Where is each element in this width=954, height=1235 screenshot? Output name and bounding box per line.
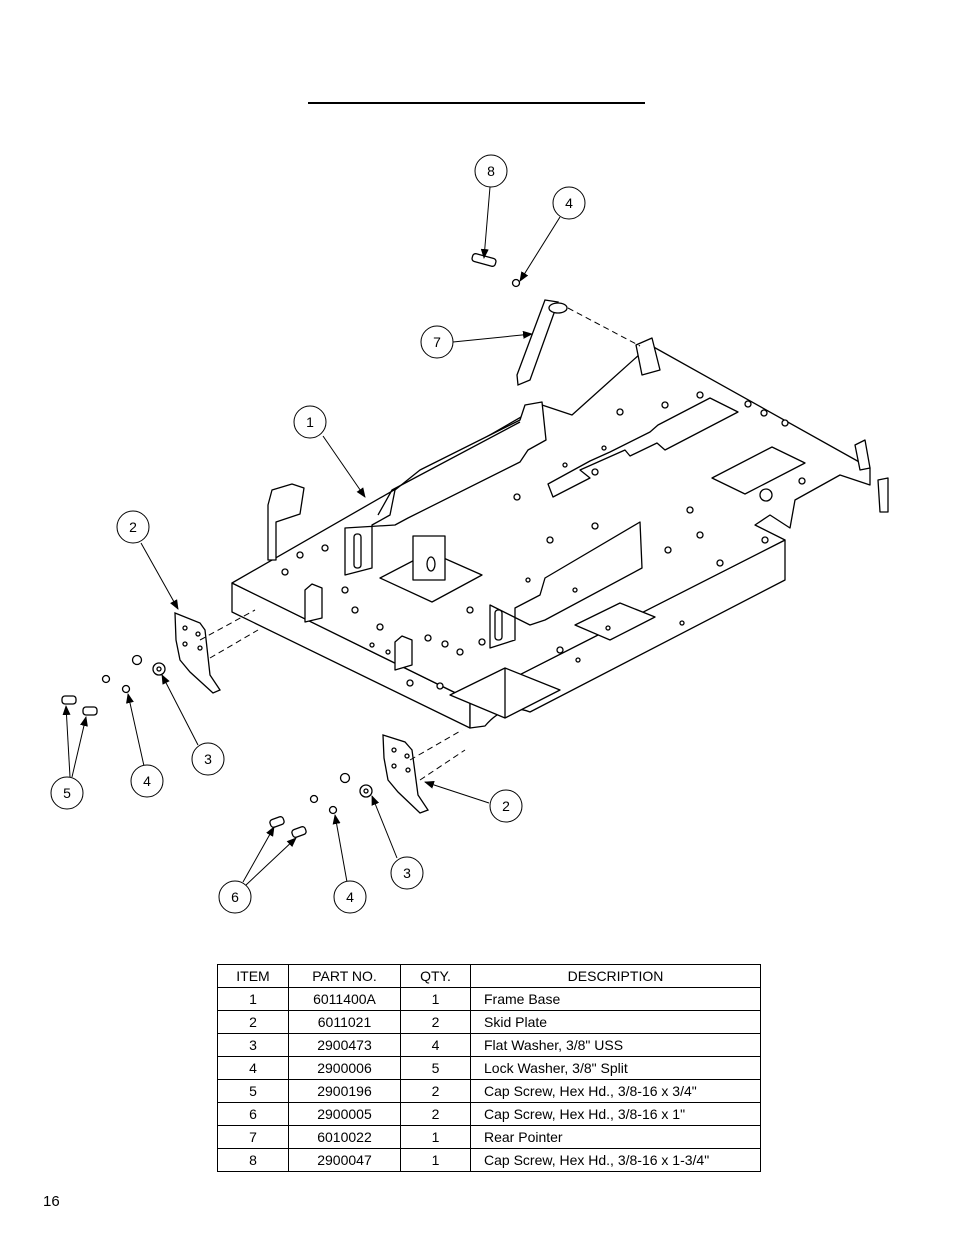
page-number: 16 [43, 1193, 60, 1210]
callout-1: 1 [293, 405, 327, 439]
qty-cell: 1 [400, 1125, 471, 1149]
svg-text:3: 3 [204, 751, 212, 767]
leader-lines [62, 186, 561, 886]
callout-6: 6 [218, 880, 252, 914]
svg-text:3: 3 [403, 865, 411, 881]
qty-cell: 4 [400, 1033, 471, 1057]
item-cell: 2 [217, 1010, 289, 1034]
svg-text:4: 4 [346, 889, 354, 905]
callout-2-left: 2 [116, 510, 150, 544]
left-skid-plate-drawing [61, 612, 221, 716]
qty-cell: 2 [400, 1010, 471, 1034]
svg-text:5: 5 [63, 785, 71, 801]
header-description: DESCRIPTION [470, 964, 761, 988]
part-cell: 2900006 [288, 1056, 401, 1080]
callout-4-right: 4 [333, 880, 367, 914]
desc-cell: Cap Screw, Hex Hd., 3/8-16 x 1-3/4" [470, 1148, 761, 1172]
item-cell: 7 [217, 1125, 289, 1149]
svg-text:7: 7 [433, 334, 441, 350]
desc-cell: Cap Screw, Hex Hd., 3/8-16 x 1" [470, 1102, 761, 1126]
svg-text:8: 8 [487, 163, 495, 179]
svg-text:6: 6 [231, 889, 239, 905]
qty-cell: 2 [400, 1079, 471, 1103]
table-header-row: ITEM PART NO. QTY. DESCRIPTION [217, 964, 761, 988]
desc-cell: Cap Screw, Hex Hd., 3/8-16 x 3/4" [470, 1079, 761, 1103]
header-qty: QTY. [400, 964, 471, 988]
item-cell: 4 [217, 1056, 289, 1080]
callout-3-right: 3 [390, 856, 424, 890]
callout-7: 7 [420, 325, 454, 359]
right-skid-plate-drawing [269, 734, 429, 838]
frame-base-drawing [231, 337, 889, 729]
part-cell: 6010022 [288, 1125, 401, 1149]
exploded-parts-diagram: 8 4 7 1 2 3 4 5 2 3 4 6 [50, 154, 889, 914]
part-cell: 6011021 [288, 1010, 401, 1034]
qty-cell: 1 [400, 1148, 471, 1172]
svg-text:2: 2 [129, 519, 137, 535]
callout-3-left: 3 [191, 742, 225, 776]
callout-5: 5 [50, 776, 84, 810]
qty-cell: 5 [400, 1056, 471, 1080]
callout-4-left: 4 [130, 764, 164, 798]
part-cell: 2900005 [288, 1102, 401, 1126]
qty-cell: 2 [400, 1102, 471, 1126]
svg-text:4: 4 [143, 773, 151, 789]
item-cell: 3 [217, 1033, 289, 1057]
header-part-no: PART NO. [288, 964, 401, 988]
desc-cell: Skid Plate [470, 1010, 761, 1034]
item-cell: 5 [217, 1079, 289, 1103]
part-cell: 6011400A [288, 987, 401, 1011]
part-cell: 2900473 [288, 1033, 401, 1057]
svg-text:4: 4 [565, 195, 573, 211]
part-cell: 2900196 [288, 1079, 401, 1103]
desc-cell: Lock Washer, 3/8" Split [470, 1056, 761, 1080]
svg-text:2: 2 [502, 798, 510, 814]
svg-text:1: 1 [306, 414, 314, 430]
callout-2-right: 2 [489, 789, 523, 823]
desc-cell: Frame Base [470, 987, 761, 1011]
title-rule [308, 102, 645, 104]
callout-8: 8 [474, 154, 508, 188]
desc-cell: Rear Pointer [470, 1125, 761, 1149]
qty-cell: 1 [400, 987, 471, 1011]
item-cell: 6 [217, 1102, 289, 1126]
desc-cell: Flat Washer, 3/8" USS [470, 1033, 761, 1057]
callout-4-top: 4 [552, 186, 586, 220]
rear-pointer-drawing [471, 253, 568, 386]
header-item: ITEM [217, 964, 289, 988]
item-cell: 8 [217, 1148, 289, 1172]
item-cell: 1 [217, 987, 289, 1011]
part-cell: 2900047 [288, 1148, 401, 1172]
